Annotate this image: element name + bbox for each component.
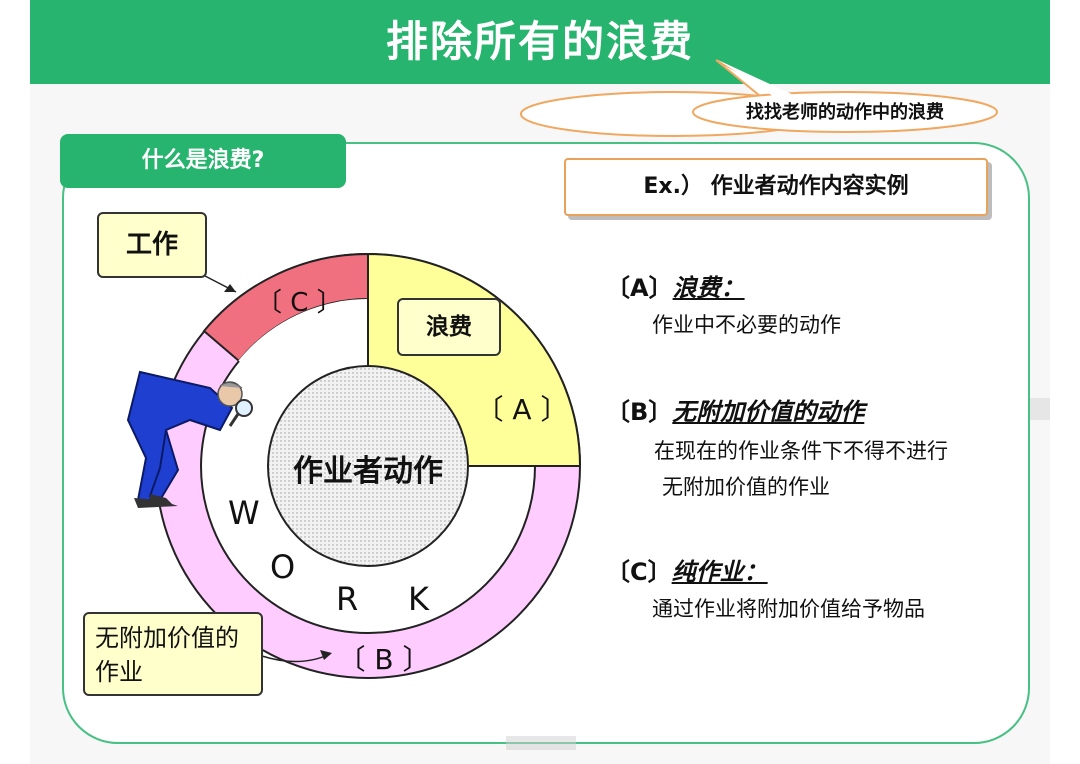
segment-a-label: 〔 A 〕 [475, 393, 569, 426]
item-c: 〔C〕纯作业： 通过作业将附加价值给予物品 [606, 552, 925, 627]
item-c-desc: 通过作业将附加价值给予物品 [652, 597, 925, 621]
segment-c-label: 〔 C 〕 [256, 288, 343, 318]
callout-no-value-work: 无附加价值的作业 [83, 612, 263, 696]
item-c-key: 〔C〕 [606, 558, 672, 586]
item-a-term: 浪费： [672, 274, 745, 302]
item-a: 〔A〕浪费： 作业中不必要的动作 [606, 268, 841, 343]
work-letter-w: W [228, 494, 260, 532]
item-a-desc: 作业中不必要的动作 [652, 313, 841, 337]
title-bar [30, 0, 1050, 84]
section-tag: 什么是浪费? [60, 134, 346, 188]
work-letter-k: K [408, 580, 429, 618]
item-b-key: 〔B〕 [606, 398, 673, 426]
item-b-desc-1: 在现在的作业条件下不得不进行 [654, 439, 948, 463]
work-letter-r: R [336, 580, 359, 618]
side-scroll-marker [1030, 398, 1050, 420]
example-title: Ex.） 作业者动作内容实例 [564, 158, 988, 216]
center-label: 作业者动作 [293, 454, 443, 489]
inspector-figure [126, 370, 253, 508]
item-b: 〔B〕无附加价值的动作 在现在的作业条件下不得不进行 无附加价值的作业 [606, 392, 948, 505]
footer-mark [506, 736, 576, 750]
segment-b-label: 〔 B 〕 [337, 643, 431, 676]
item-b-desc-2: 无附加价值的作业 [662, 475, 830, 499]
item-b-term: 无附加价值的动作 [672, 398, 865, 426]
item-c-term: 纯作业： [671, 558, 768, 586]
callout-work: 工作 [97, 212, 207, 278]
callout-waste: 浪费 [397, 298, 501, 356]
item-a-key: 〔A〕 [606, 274, 673, 302]
page-title: 排除所有的浪费 [385, 17, 694, 66]
work-letter-o: O [270, 548, 296, 586]
center-circle [267, 365, 469, 567]
speech-balloon-text: 找找老师的动作中的浪费 [746, 102, 944, 123]
